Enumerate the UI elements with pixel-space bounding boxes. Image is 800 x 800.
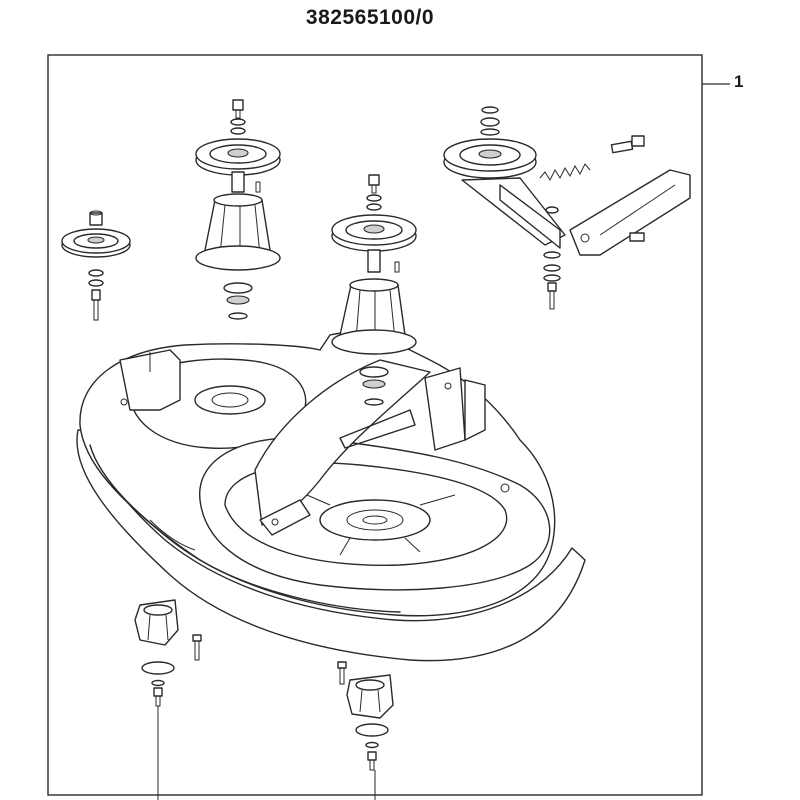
left-spindle-assembly [195, 99, 281, 320]
left-idler-pulley [61, 210, 131, 321]
center-spindle-assembly [331, 174, 417, 406]
anti-scalp-roller-right [337, 661, 394, 800]
belt-tensioner-assembly [443, 106, 691, 310]
part-number-title: 382565100/0 [305, 6, 435, 29]
anti-scalp-roller-left [134, 599, 202, 800]
callout-label-1: 1 [734, 72, 744, 91]
mower-deck [76, 332, 586, 662]
